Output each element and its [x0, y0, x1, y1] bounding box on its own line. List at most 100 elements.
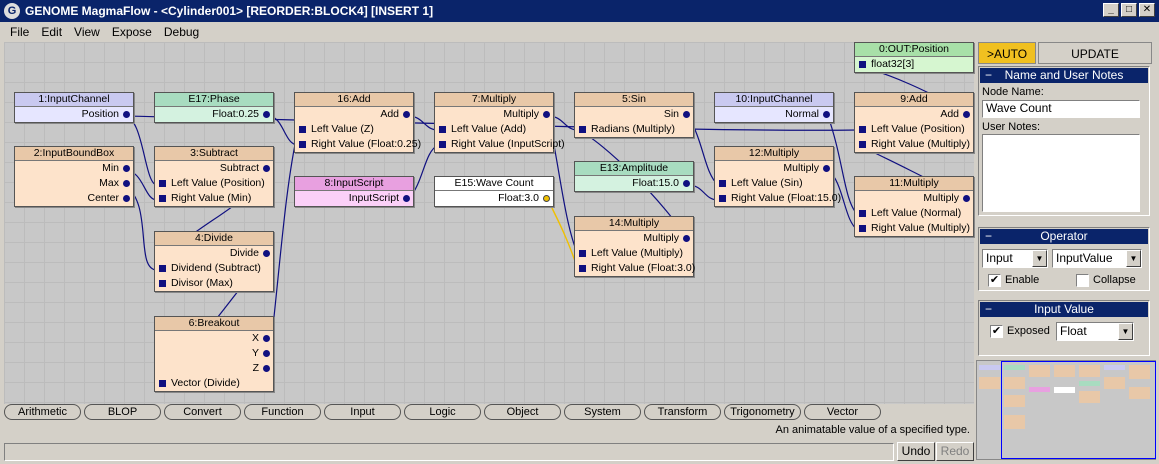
output-pin[interactable]: [123, 180, 130, 187]
node-breakout[interactable]: 6:Breakout X Y Z Vector (Divide): [154, 316, 274, 392]
menu-file[interactable]: File: [10, 25, 30, 39]
input-pin[interactable]: [159, 180, 166, 187]
menu-edit[interactable]: Edit: [41, 25, 63, 39]
node-canvas[interactable]: 1:InputChannel Position 2:InputBoundBox …: [4, 42, 974, 404]
node-title: 7:Multiply: [435, 93, 553, 107]
node-phase[interactable]: E17:Phase Float:0.25: [154, 92, 274, 123]
names-header[interactable]: −Name and User Notes: [980, 68, 1148, 83]
category-trigonometry[interactable]: Trigonometry: [724, 404, 801, 420]
category-vector[interactable]: Vector: [804, 404, 881, 420]
output-pin[interactable]: [543, 195, 550, 202]
input-pin[interactable]: [859, 126, 866, 133]
output-multiply: Multiply: [435, 107, 553, 122]
output-pin[interactable]: [403, 111, 410, 118]
collapse-checkbox[interactable]: [1076, 274, 1089, 287]
category-blop[interactable]: BLOP: [84, 404, 161, 420]
node-inputscript[interactable]: 8:InputScript InputScript: [294, 176, 414, 207]
input-pin[interactable]: [439, 141, 446, 148]
maximize-button[interactable]: □: [1121, 3, 1137, 17]
node-out-position[interactable]: 0:OUT:Position float32[3]: [854, 42, 974, 73]
input-pin[interactable]: [159, 195, 166, 202]
node-wavecount[interactable]: E15:Wave Count Float:3.0: [434, 176, 554, 207]
input-pin[interactable]: [579, 126, 586, 133]
category-convert[interactable]: Convert: [164, 404, 241, 420]
redo-button[interactable]: Redo: [936, 442, 974, 461]
input-pin[interactable]: [859, 141, 866, 148]
node-multiply-7[interactable]: 7:Multiply Multiply Left Value (Add) Rig…: [434, 92, 565, 153]
output-pin[interactable]: [263, 365, 270, 372]
output-pin[interactable]: [823, 111, 830, 118]
output-pin[interactable]: [263, 250, 270, 257]
node-inputchannel-1[interactable]: 1:InputChannel Position: [14, 92, 134, 123]
minimize-button[interactable]: _: [1103, 3, 1119, 17]
node-name-field[interactable]: Wave Count: [982, 100, 1140, 118]
tab-update[interactable]: UPDATE: [1038, 42, 1152, 64]
input-pin[interactable]: [859, 61, 866, 68]
node-multiply-11[interactable]: 11:Multiply Multiply Left Value (Normal)…: [854, 176, 974, 237]
node-add-16[interactable]: 16:Add Add Left Value (Z) Right Value (F…: [294, 92, 421, 153]
output-pin[interactable]: [263, 165, 270, 172]
tab-auto[interactable]: >AUTO: [978, 42, 1036, 64]
node-divide[interactable]: 4:Divide Divide Dividend (Subtract) Divi…: [154, 231, 274, 292]
output-pin[interactable]: [683, 111, 690, 118]
user-notes-field[interactable]: [982, 134, 1140, 212]
output-pin[interactable]: [123, 195, 130, 202]
operator-category-select[interactable]: Input▼: [982, 249, 1048, 268]
input-pin[interactable]: [579, 250, 586, 257]
input-pin[interactable]: [719, 195, 726, 202]
enable-checkbox[interactable]: ✔: [988, 274, 1001, 287]
output-pin[interactable]: [963, 111, 970, 118]
category-function[interactable]: Function: [244, 404, 321, 420]
node-inputboundbox[interactable]: 2:InputBoundBox Min Max Center: [14, 146, 134, 207]
output-pin[interactable]: [403, 195, 410, 202]
output-pin[interactable]: [263, 350, 270, 357]
input-pin[interactable]: [859, 210, 866, 217]
close-button[interactable]: ✕: [1139, 3, 1155, 17]
input-pin[interactable]: [439, 126, 446, 133]
category-system[interactable]: System: [564, 404, 641, 420]
node-add-9[interactable]: 9:Add Add Left Value (Position) Right Va…: [854, 92, 974, 153]
minimap-node: [1004, 365, 1025, 370]
category-transform[interactable]: Transform: [644, 404, 721, 420]
output-pin[interactable]: [683, 235, 690, 242]
minimap-viewport[interactable]: [1001, 361, 1156, 459]
input-pin[interactable]: [159, 380, 166, 387]
input-pin[interactable]: [859, 225, 866, 232]
node-multiply-14[interactable]: 14:Multiply Multiply Left Value (Multipl…: [574, 216, 695, 277]
output-pin[interactable]: [263, 335, 270, 342]
operator-type-select[interactable]: InputValue▼: [1052, 249, 1142, 268]
output-pin[interactable]: [543, 111, 550, 118]
menu-expose[interactable]: Expose: [111, 25, 152, 39]
node-subtract[interactable]: 3:Subtract Subtract Left Value (Position…: [154, 146, 274, 207]
menu-debug[interactable]: Debug: [163, 25, 200, 39]
category-arithmetic[interactable]: Arithmetic: [4, 404, 81, 420]
node-multiply-12[interactable]: 12:Multiply Multiply Left Value (Sin) Ri…: [714, 146, 841, 207]
category-logic[interactable]: Logic: [404, 404, 481, 420]
input-pin[interactable]: [299, 126, 306, 133]
output-pin[interactable]: [683, 180, 690, 187]
menu-view[interactable]: View: [74, 25, 100, 39]
node-sin[interactable]: 5:Sin Sin Radians (Multiply): [574, 92, 694, 138]
input-pin[interactable]: [299, 141, 306, 148]
output-pin[interactable]: [963, 195, 970, 202]
minimap-node: [1054, 365, 1075, 377]
node-amplitude[interactable]: E13:Amplitude Float:15.0: [574, 161, 694, 192]
undo-button[interactable]: Undo: [897, 442, 935, 461]
output-pin[interactable]: [123, 165, 130, 172]
input-value-header[interactable]: −Input Value: [980, 302, 1148, 317]
input-pin[interactable]: [719, 180, 726, 187]
value-type-select[interactable]: Float▼: [1056, 322, 1134, 341]
output-pin[interactable]: [263, 111, 270, 118]
minimap[interactable]: [976, 360, 1156, 460]
exposed-checkbox[interactable]: ✔: [990, 325, 1003, 338]
output-pin[interactable]: [123, 111, 130, 118]
output-pin[interactable]: [823, 165, 830, 172]
input-pin[interactable]: [159, 265, 166, 272]
input-pin[interactable]: [159, 280, 166, 287]
category-input[interactable]: Input: [324, 404, 401, 420]
input-pin[interactable]: [579, 265, 586, 272]
node-inputchannel-10[interactable]: 10:InputChannel Normal: [714, 92, 834, 123]
category-object[interactable]: Object: [484, 404, 561, 420]
operator-header[interactable]: −Operator: [980, 229, 1148, 244]
node-title: 11:Multiply: [855, 177, 973, 191]
